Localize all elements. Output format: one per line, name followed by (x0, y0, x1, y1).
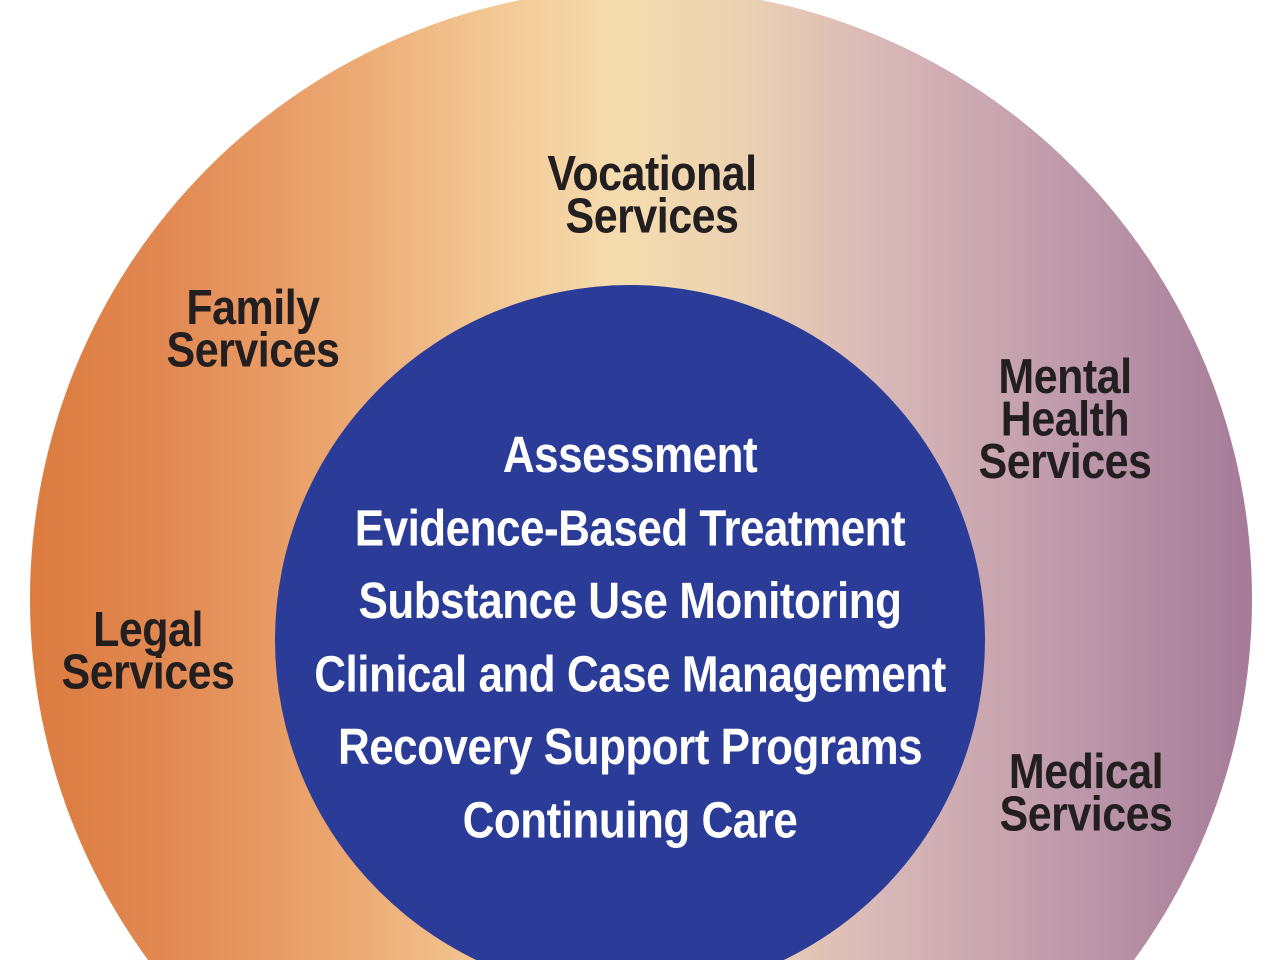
core-service-continuing-care: Continuing Care (462, 792, 798, 849)
outer-label-legal-services: Legal Services (61, 602, 235, 700)
core-services-list: Assessment Evidence-Based Treatment Subs… (275, 419, 985, 857)
core-service-evidence-based-treatment: Evidence-Based Treatment (354, 500, 906, 557)
core-service-assessment: Assessment (502, 427, 758, 484)
outer-label-vocational-services: Vocational Services (547, 146, 757, 244)
outer-label-mental-health-services: Mental Health Services (978, 349, 1152, 490)
core-service-clinical-and-case-management: Clinical and Case Management (314, 646, 946, 703)
core-treatment-circle (275, 285, 985, 960)
outer-label-family-services: Family Services (166, 280, 340, 378)
outer-label-medical-services: Medical Services (999, 744, 1173, 842)
core-service-recovery-support-programs: Recovery Support Programs (337, 719, 923, 776)
core-service-substance-use-monitoring: Substance Use Monitoring (358, 573, 902, 630)
